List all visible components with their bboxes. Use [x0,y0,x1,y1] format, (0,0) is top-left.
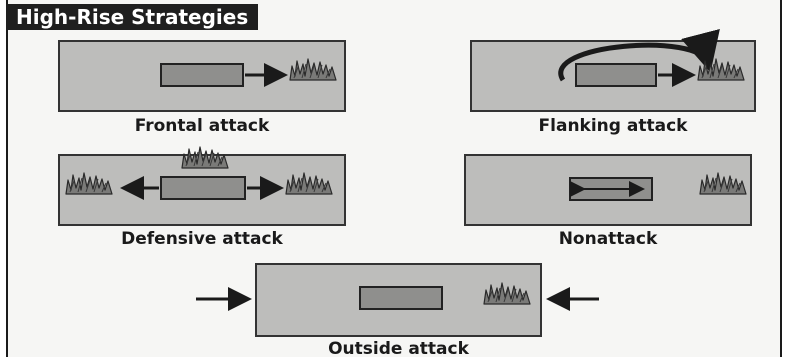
caption-flanking-attack: Flanking attack [538,116,688,136]
caption-defensive-attack: Defensive attack [121,229,283,249]
defensive-left-grass-icon [65,172,113,195]
defensive-company-block [160,176,246,200]
flanking-company-block [575,63,657,87]
flanking-market-grass-icon [697,58,745,81]
caption-nonattack: Nonattack [558,229,658,249]
caption-outside-attack: Outside attack [328,339,469,359]
frontal-company-block [160,63,244,87]
frontal-market-grass-icon [289,58,337,81]
caption-frontal-attack: Frontal attack [134,116,270,136]
outside-market-grass-icon [483,282,531,305]
defensive-right-grass-icon [285,172,333,195]
flanking-curved-arrow [558,28,720,82]
defensive-top-grass-icon [181,146,229,169]
figure-title: High-Rise Strategies [6,4,259,30]
nonattack-market-grass-icon [699,172,747,195]
outside-company-block [359,286,443,310]
